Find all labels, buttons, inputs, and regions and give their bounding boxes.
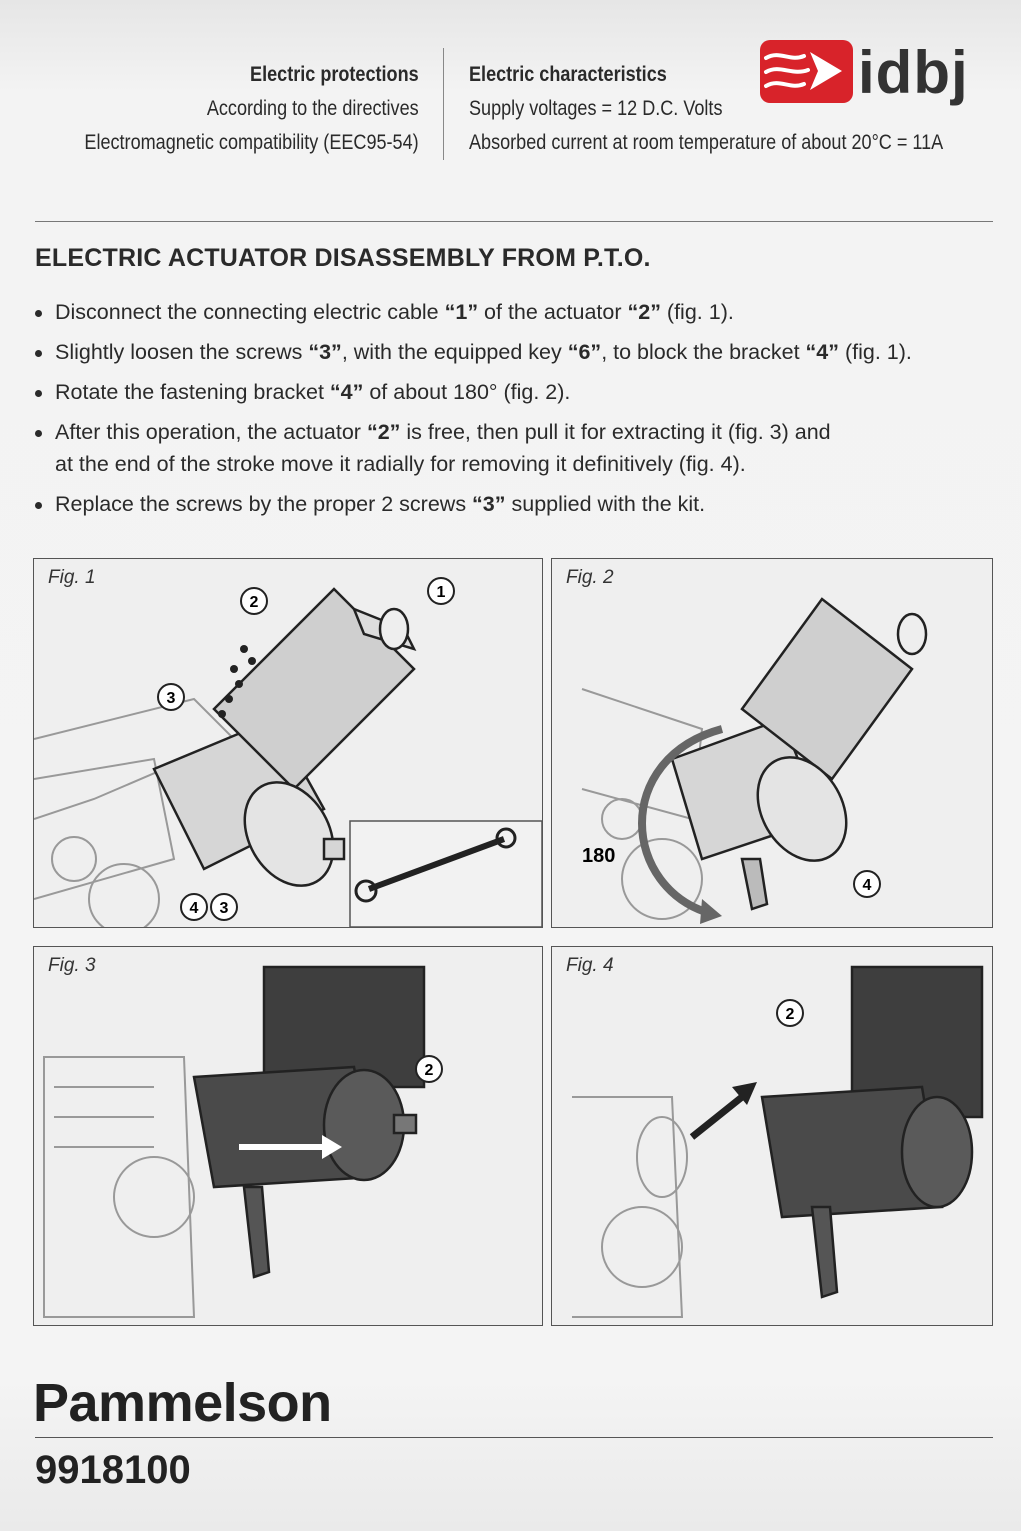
callout-2: 2 — [250, 594, 259, 611]
electric-protections-block: Electric protections According to the di… — [85, 58, 419, 160]
figure-2: Fig. 2 180 4 — [551, 558, 993, 928]
figure-3-label: Fig. 3 — [48, 955, 96, 976]
protections-line-1: According to the directives — [207, 97, 419, 120]
figure-1: Fig. 1 — [33, 558, 543, 928]
figure-2-label: Fig. 2 — [566, 567, 614, 588]
product-code: 9918100 — [35, 1448, 191, 1492]
figure-3-drawing: 2 — [43, 965, 443, 1318]
callout-4: 4 — [190, 900, 199, 917]
step-4: After this operation, the actuator “2” i… — [35, 416, 995, 480]
step-3: Rotate the fastening bracket “4” of abou… — [35, 376, 995, 408]
protections-title: Electric protections — [250, 63, 419, 86]
angle-label: 180 — [582, 845, 615, 867]
figure-4-drawing: 2 — [572, 965, 984, 1318]
step-1: Disconnect the connecting electric cable… — [35, 296, 995, 328]
characteristics-line-1: Supply voltages = 12 D.C. Volts — [469, 97, 723, 120]
characteristics-title: Electric characteristics — [469, 63, 667, 86]
logo-mark — [760, 40, 853, 103]
figure-2-drawing: 180 4 — [581, 597, 928, 924]
figure-3: Fig. 3 2 — [33, 946, 543, 1326]
step-5: Replace the screws by the proper 2 screw… — [35, 488, 995, 520]
figure-4-label: Fig. 4 — [566, 955, 614, 976]
section-title: ELECTRIC ACTUATOR DISASSEMBLY FROM P.T.O… — [35, 244, 651, 272]
step-2: Slightly loosen the screws “3”, with the… — [35, 336, 995, 368]
protections-line-2: Electromagnetic compatibility (EEC95-54) — [84, 131, 419, 154]
callout-1: 1 — [437, 584, 446, 601]
figure-1-drawing: 1 2 3 4 3 — [34, 577, 542, 927]
callout-4: 4 — [863, 877, 872, 894]
brand-name: Pammelson — [33, 1373, 332, 1433]
callout-2: 2 — [786, 1006, 795, 1023]
footer-rule — [35, 1437, 993, 1438]
header-divider — [443, 48, 444, 160]
figure-1-callouts: 1 2 3 4 3 — [157, 577, 455, 921]
callout-3: 3 — [167, 690, 176, 707]
logo-text: idbj — [858, 39, 969, 106]
callout-3b: 3 — [220, 900, 229, 917]
electric-characteristics-block: Electric characteristics Supply voltages… — [469, 58, 943, 160]
steps-list: Disconnect the connecting electric cable… — [35, 296, 995, 528]
header-rule — [35, 221, 993, 222]
callout-2: 2 — [425, 1062, 434, 1079]
figure-4: Fig. 4 2 — [551, 946, 993, 1326]
characteristics-line-2: Absorbed current at room temperature of … — [469, 131, 944, 154]
flame-arrow-icon — [764, 52, 842, 90]
figure-1-label: Fig. 1 — [48, 567, 96, 588]
